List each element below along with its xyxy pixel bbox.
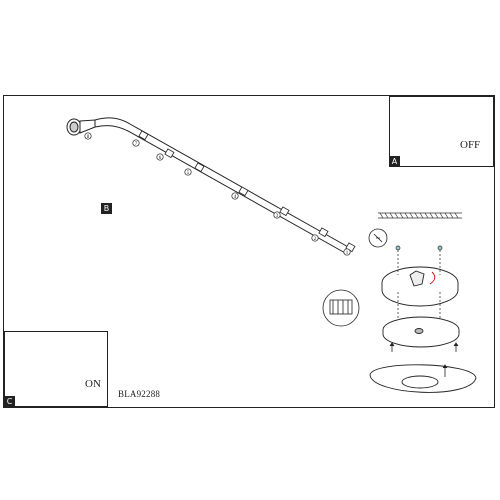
callout-2: 2 bbox=[314, 237, 317, 242]
ceiling-hatch bbox=[378, 212, 462, 219]
rod-clips bbox=[138, 130, 356, 253]
callout-5: 5 bbox=[187, 171, 190, 176]
main-view-tag: B bbox=[101, 203, 112, 214]
callout-1: 1 bbox=[346, 251, 349, 256]
model-code: BLA92288 bbox=[118, 389, 161, 399]
diagram-frame bbox=[3, 95, 495, 408]
inset-a-switch-off: OFF A bbox=[389, 96, 494, 167]
mounting-base bbox=[381, 266, 459, 307]
off-label: OFF bbox=[460, 139, 481, 151]
mounting-screws bbox=[395, 245, 443, 318]
inset-c-switch-on: ON C bbox=[4, 331, 108, 407]
callout-4: 4 bbox=[234, 195, 237, 200]
inset-a-tag: A bbox=[389, 156, 400, 167]
screw-detail bbox=[368, 228, 388, 248]
on-label: ON bbox=[85, 378, 101, 390]
terminal-detail bbox=[322, 289, 360, 327]
inset-c-tag: C bbox=[4, 396, 15, 407]
canopy-disc bbox=[382, 316, 460, 348]
rod-end-cap bbox=[66, 118, 96, 136]
callout-8: 8 bbox=[87, 135, 90, 140]
callout-markers bbox=[84, 132, 351, 256]
callout-7: 7 bbox=[135, 142, 138, 147]
lamp-rod bbox=[94, 117, 351, 255]
callout-3: 3 bbox=[276, 214, 279, 219]
assembly-arrows bbox=[389, 342, 459, 377]
callout-6: 6 bbox=[159, 156, 162, 161]
glass-shade bbox=[369, 364, 477, 393]
